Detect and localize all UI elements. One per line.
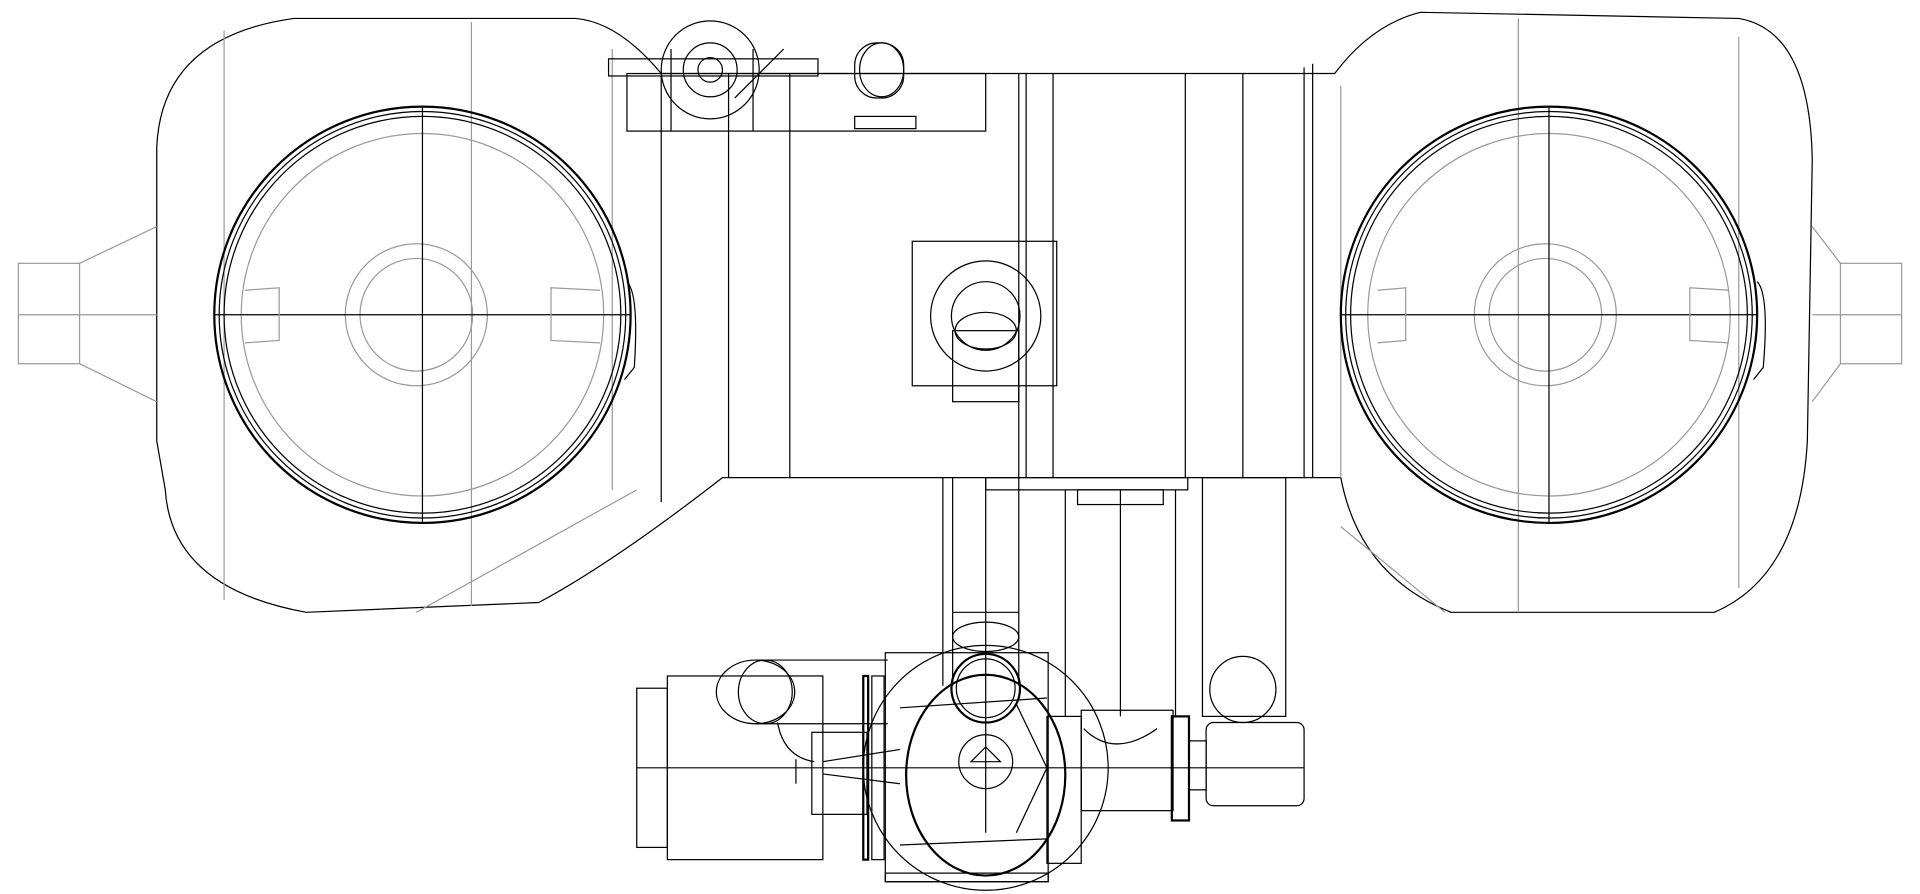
bottom-actuator [636,644,1305,891]
lower-rods [942,477,1287,833]
center-boss [911,240,1058,403]
housing-outline [156,11,1813,613]
body-section-lines [660,63,1314,503]
top-valve [607,20,987,132]
left-port [213,105,637,525]
right-port [1339,105,1766,525]
side-connectors [17,226,1903,403]
